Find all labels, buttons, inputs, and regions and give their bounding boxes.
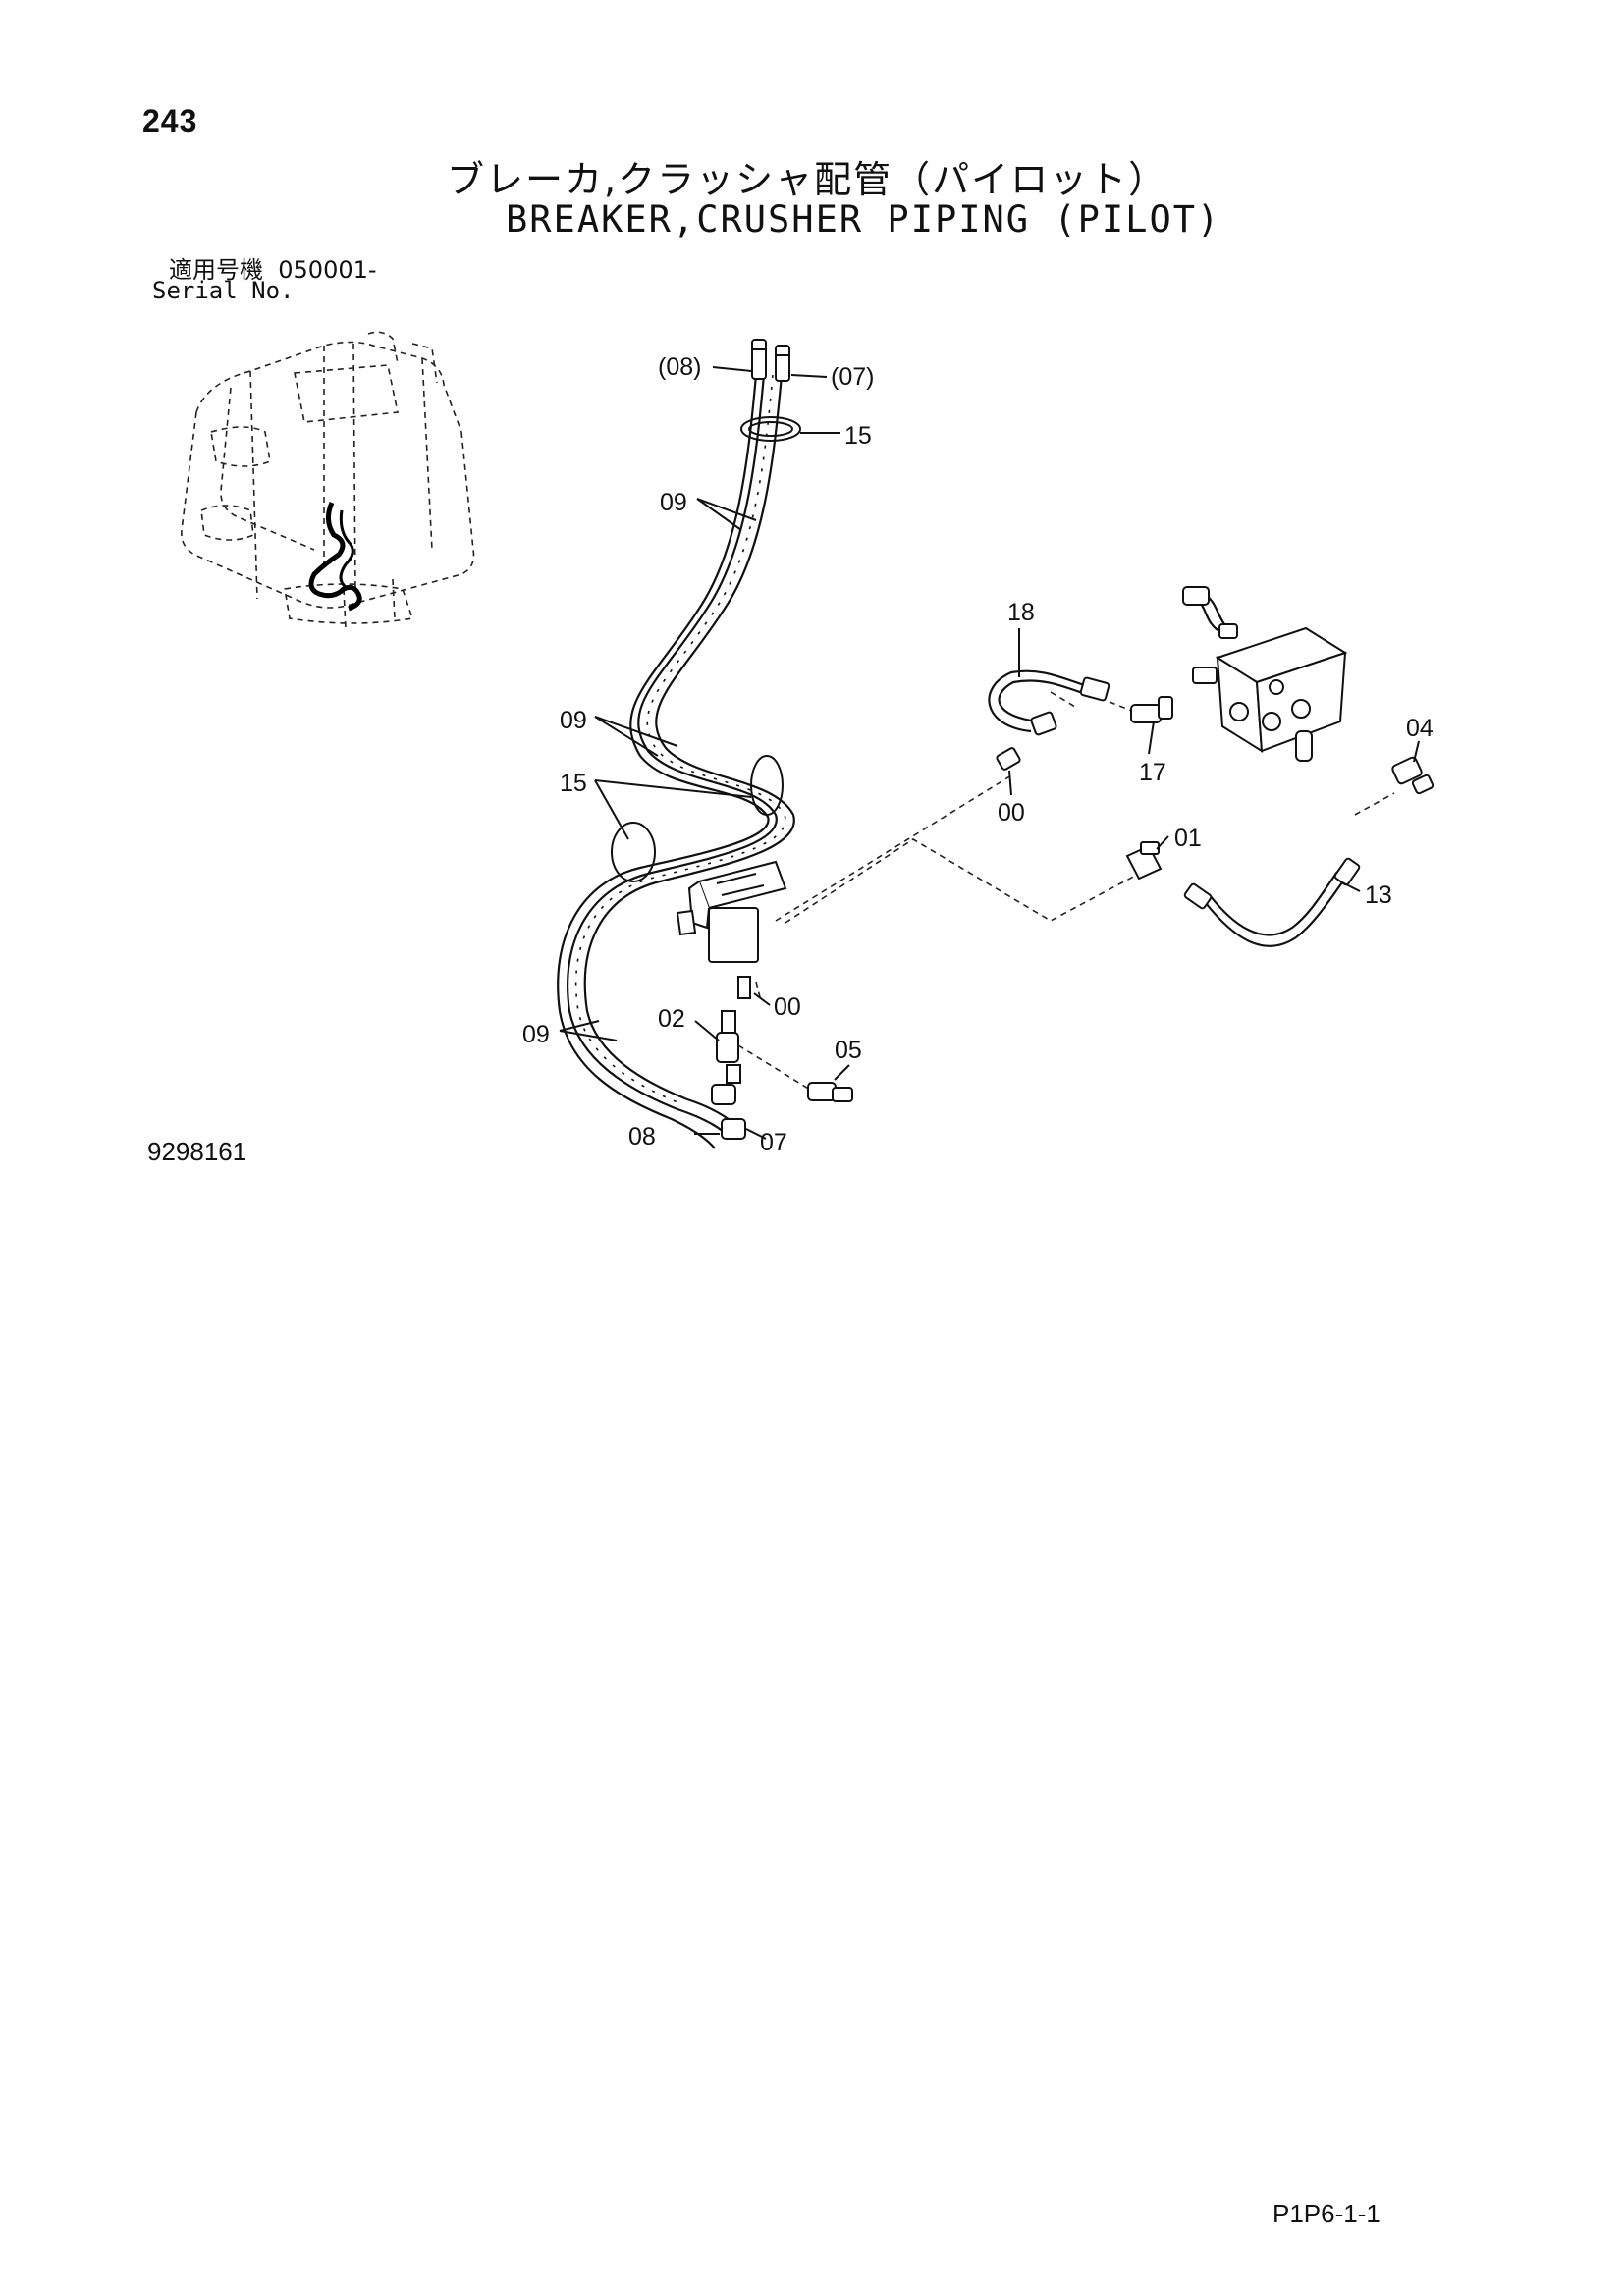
callout-00-low: 00 [774, 993, 801, 1021]
control-valve [1182, 586, 1348, 762]
callout-00-mid: 00 [998, 799, 1025, 827]
drawing-number: 9298161 [147, 1137, 247, 1166]
hose-18 [988, 669, 1110, 736]
callout-08-low: 08 [628, 1123, 656, 1150]
hose-13 [1183, 857, 1361, 947]
callout-07-top: (07) [831, 363, 874, 391]
serial-label-en: Serial No. [152, 277, 295, 304]
callout-09-top: 09 [660, 489, 687, 516]
top-hose-fittings [751, 339, 790, 382]
callout-02: 02 [658, 1005, 685, 1033]
title-japanese: ブレーカ,クラッシャ配管（パイロット） [447, 158, 1168, 201]
clamp-15-upper [750, 755, 784, 816]
pilot-valve-block [676, 860, 787, 999]
callout-15-top: 15 [844, 422, 872, 450]
clamp-15-top [740, 416, 801, 442]
callout-labels: (08) (07) 15 09 09 15 09 02 00 05 08 07 … [522, 353, 1434, 1156]
dashed-leaders [737, 691, 1395, 1091]
callout-01: 01 [1174, 825, 1202, 852]
fitting-17 [1130, 696, 1173, 723]
clamp-15-lower [611, 822, 656, 882]
cab-overview-drawing [181, 331, 475, 629]
serial-value: 050001- [278, 256, 377, 284]
serial-applicability: 適用号機 050001- [169, 250, 377, 285]
callout-15-mid: 15 [560, 770, 587, 797]
callout-04: 04 [1406, 715, 1434, 742]
callout-18: 18 [1007, 599, 1035, 626]
serial-label-jp: 適用号機 [169, 256, 263, 284]
callout-13: 13 [1365, 881, 1392, 909]
fitting-00-mid [996, 747, 1021, 771]
sheet-reference: P1P6-1-1 [1272, 2199, 1380, 2228]
elbow-01 [1125, 841, 1163, 881]
callout-08-top: (08) [658, 353, 701, 381]
callout-07-low: 07 [760, 1129, 787, 1156]
callout-05: 05 [835, 1037, 862, 1064]
callout-17: 17 [1139, 759, 1166, 786]
callout-09-mid: 09 [560, 707, 587, 734]
pressure-switch-05 [807, 1082, 853, 1102]
callout-09-low: 09 [522, 1021, 550, 1048]
callout-leaders [559, 366, 1420, 1140]
hose-bundle-09 [557, 374, 795, 1149]
title-english: BREAKER,CRUSHER PIPING (PILOT) [506, 198, 1221, 240]
page-number: 243 [142, 103, 198, 138]
tee-fitting-02 [711, 1010, 746, 1140]
fitting-04 [1391, 756, 1435, 795]
